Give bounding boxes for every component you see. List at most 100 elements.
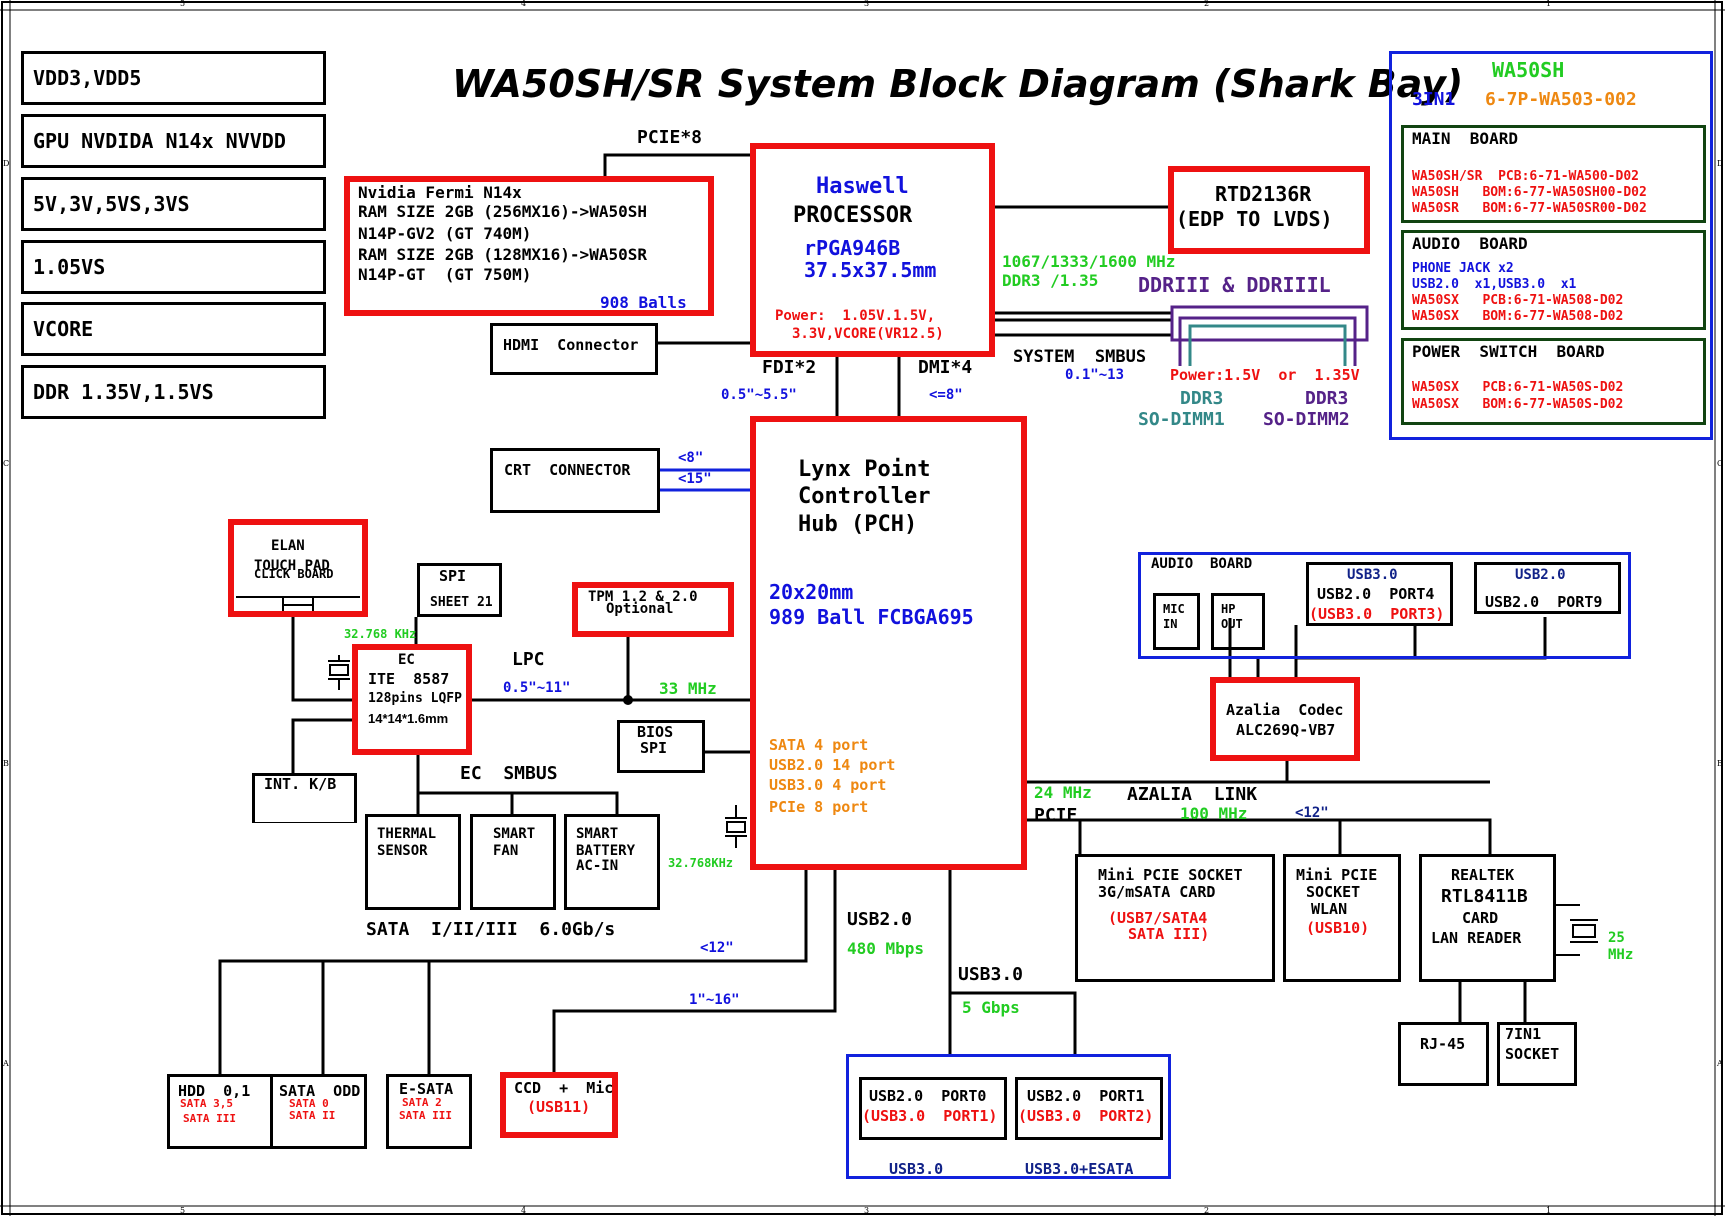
- power-rail-label: 1.05VS: [33, 255, 106, 279]
- hp-label: OUT: [1221, 617, 1243, 631]
- dimm1-type: DDR3: [1180, 388, 1224, 409]
- audio-usb-port9: USB2.0 USB2.0 PORT9: [1474, 562, 1621, 614]
- bios-block: BIOS SPI: [617, 720, 705, 773]
- socket-label: 7IN1: [1505, 1025, 1542, 1043]
- wlan-usb: (USB10): [1306, 919, 1370, 937]
- fdi-label: FDI*2: [762, 357, 817, 378]
- frame-tick-5: 5: [180, 0, 186, 8]
- mic-label: MIC: [1163, 602, 1185, 616]
- thermal-label: SENSOR: [377, 843, 428, 859]
- cpu-block: Haswell PROCESSOR rPGA946B 37.5x37.5mm P…: [750, 143, 995, 357]
- pcie-clock-24: 24 MHz: [1034, 783, 1092, 802]
- frame-tick-4: 4: [521, 0, 527, 8]
- ec-size: 14*14*1.6mm: [368, 711, 449, 726]
- touchpad-block: ELAN TOUCH PAD CLICK BOARD: [228, 519, 368, 617]
- frame-tick-5-bottom: 5: [180, 1206, 186, 1215]
- bios-spi: SPI: [640, 739, 668, 757]
- power-rail-box: VCORE: [21, 302, 326, 356]
- ec-chip: ITE 8587: [368, 670, 450, 688]
- board-legend: WA50SH 3IN1 6-7P-WA503-002 MAIN BOARD WA…: [1389, 51, 1713, 440]
- usb2-label: USB2.0: [847, 909, 913, 930]
- pch-size: 20x20mm: [769, 580, 854, 604]
- spi-label: SPI: [439, 567, 467, 585]
- realtek-card: CARD: [1462, 909, 1499, 927]
- audio-board-row: WA50SX BOM:6-77-WA508-D02: [1412, 309, 1624, 324]
- audio-usb3-caption: USB3.0: [1347, 567, 1398, 583]
- legend-power-switch-board: POWER SWITCH BOARD WA50SX PCB:6-71-WA50S…: [1401, 338, 1706, 425]
- usb-port0-caption: USB3.0: [889, 1160, 944, 1178]
- hdd-block: HDD 0,1 SATA 3,5 SATA III: [167, 1074, 273, 1149]
- usb3-label: USB3.0: [958, 964, 1024, 985]
- audio-board-row: PHONE JACK x2: [1412, 261, 1514, 276]
- cpu-power: Power: 1.05V.1.5V,: [775, 308, 936, 324]
- frame-tick-c-right: C: [1717, 459, 1724, 468]
- power-rail-label: DDR 1.35V,1.5VS: [33, 380, 214, 404]
- realtek-chip: RTL8411B: [1441, 886, 1528, 907]
- cpu-name: Haswell: [816, 174, 909, 199]
- lpc-clock: 33 MHz: [659, 679, 717, 698]
- dmi-length: <=8": [929, 387, 963, 403]
- usb-port1: USB2.0 PORT1 (USB3.0 PORT2): [1015, 1077, 1163, 1140]
- thermal-label: THERMAL: [377, 826, 437, 842]
- sata-length: <12": [700, 940, 734, 956]
- pcie-x8-label: PCIE*8: [637, 127, 703, 148]
- pcie-length: <12": [1295, 805, 1329, 821]
- wlan-label: WLAN: [1311, 900, 1348, 918]
- keyboard-label: INT. K/B: [264, 775, 337, 793]
- ec-block: EC ITE 8587 128pins LQFP 14*14*1.6mm: [352, 644, 472, 755]
- usb-port1-usb3: (USB3.0 PORT2): [1018, 1107, 1154, 1125]
- socket-label: SOCKET: [1505, 1045, 1560, 1063]
- esata-label: E-SATA: [399, 1080, 454, 1098]
- internal-keyboard: INT. K/B: [252, 773, 357, 823]
- mic-in-jack: MIC IN: [1153, 593, 1200, 650]
- tpm-block: TPM 1.2 & 2.0 Optional: [572, 582, 734, 637]
- wlan-label: SOCKET: [1306, 883, 1361, 901]
- pch-package: 989 Ball FCBGA695: [769, 605, 974, 629]
- pcie-label: PCIE: [1034, 805, 1078, 826]
- realtek-crystal-unit: MHz: [1608, 947, 1634, 963]
- usb3-speed: 5 Gbps: [962, 998, 1020, 1017]
- crt-label: CRT CONNECTOR: [504, 461, 631, 479]
- frame-tick-b: B: [3, 759, 9, 768]
- lpc-label: LPC: [512, 649, 545, 670]
- legend-sub-a: 3IN1: [1412, 89, 1456, 110]
- battery-label: SMART: [576, 826, 619, 842]
- pch-feature: USB3.0 4 port: [769, 776, 887, 794]
- ec-crystal-freq: 32.768 KHz: [344, 627, 417, 641]
- ccd-usb: (USB11): [527, 1098, 591, 1116]
- fan-label: FAN: [493, 843, 519, 859]
- ec-package: 128pins LQFP: [368, 691, 462, 706]
- legend-main-board: MAIN BOARD WA50SH/SR PCB:6-71-WA500-D02 …: [1401, 125, 1706, 223]
- spi-sheet: SHEET 21: [430, 595, 493, 610]
- power-rail-box: VDD3,VDD5: [21, 51, 326, 105]
- hp-label: HP: [1221, 602, 1236, 616]
- ec-smbus-label: EC SMBUS: [460, 763, 558, 784]
- audio-board-legend-title: AUDIO BOARD: [1412, 234, 1528, 253]
- rj45-connector: RJ-45: [1398, 1022, 1489, 1086]
- esata-speed: SATA III: [399, 1109, 452, 1122]
- audio-board-row: WA50SX PCB:6-71-WA508-D02: [1412, 293, 1624, 308]
- azalia-codec: Azalia Codec ALC269Q-VB7: [1210, 677, 1360, 761]
- pch-name: Lynx Point: [798, 457, 931, 482]
- crt-length-1: <8": [678, 450, 704, 466]
- wlan-label: Mini PCIE: [1296, 866, 1378, 884]
- frame-tick-2: 2: [1204, 0, 1210, 8]
- codec-label: Azalia Codec: [1226, 701, 1344, 719]
- odd-speed: SATA II: [289, 1109, 336, 1122]
- power-rail-label: VDD3,VDD5: [33, 66, 142, 90]
- frame-tick-a-right: A: [1717, 1059, 1723, 1068]
- cpu-package: rPGA946B: [804, 236, 901, 260]
- frame-tick-a: A: [3, 1059, 9, 1068]
- tpm-optional: Optional: [606, 601, 674, 617]
- dimm2-type: DDR3: [1305, 388, 1349, 409]
- power-rail-label: GPU NVDIDA N14x NVVDD: [33, 129, 286, 153]
- hdd-label: HDD 0,1: [178, 1082, 251, 1100]
- power-rail-label: VCORE: [33, 317, 94, 341]
- power-rail-label: 5V,3V,5VS,3VS: [33, 192, 190, 216]
- realtek-card-reader: REALTEK RTL8411B CARD LAN READER: [1419, 854, 1556, 982]
- power-board-row: WA50SX BOM:6-77-WA50S-D02: [1412, 397, 1624, 412]
- realtek-label: REALTEK: [1451, 866, 1515, 884]
- lpc-length: 0.5"~11": [503, 680, 571, 696]
- crt-length-2: <15": [678, 471, 712, 487]
